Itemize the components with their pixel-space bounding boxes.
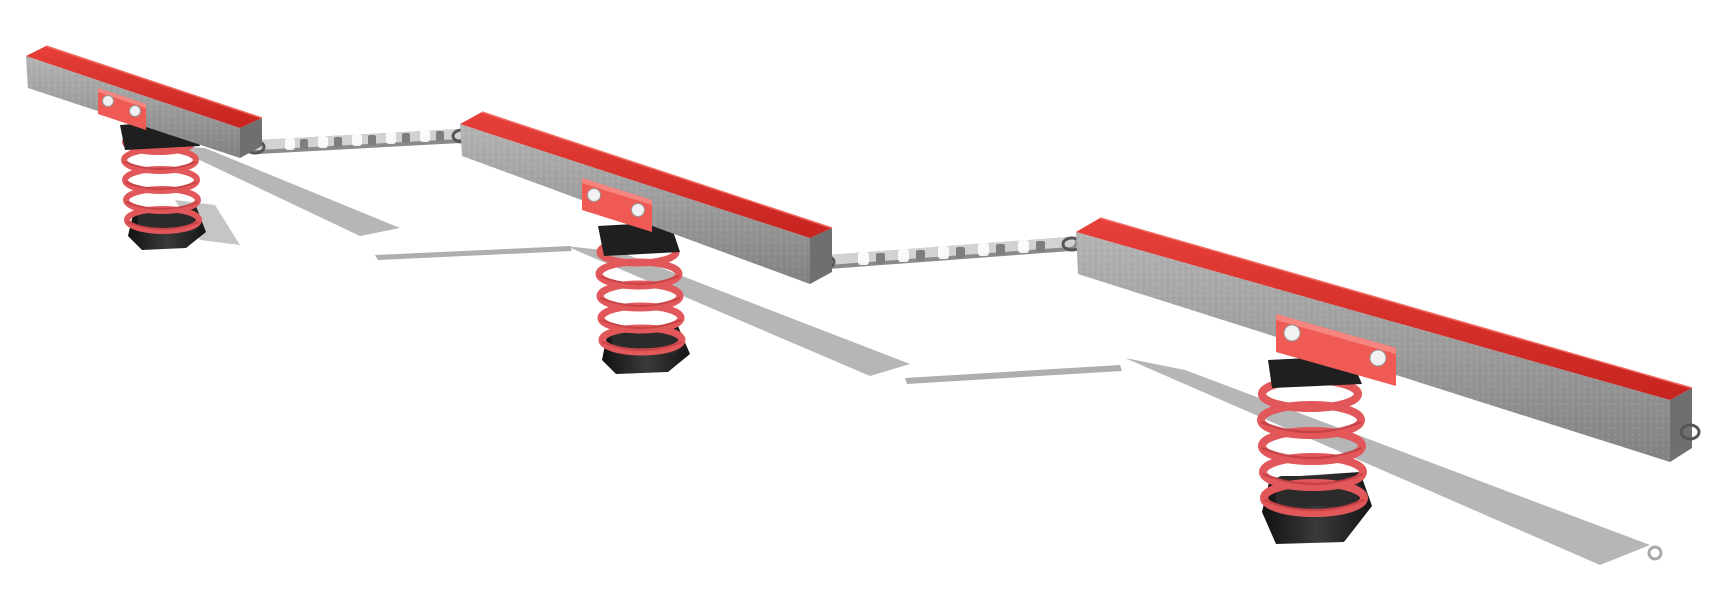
spring-1 [120,120,206,250]
beam-1-top [26,46,262,128]
chain-2 [814,236,1083,270]
beam-1 [26,45,263,158]
bolt-icon [631,203,645,217]
beam-3-end [1670,388,1692,462]
beam-2 [460,111,833,284]
beam-3-shadow-eye [1647,545,1663,561]
beam-3-end-eye [1679,423,1701,441]
beam-2-top [460,112,832,238]
spring-3 [1257,356,1372,544]
beam-3-top [1076,218,1692,400]
beam-3-bracket [1276,314,1396,386]
bolt-icon [1283,324,1301,342]
beam-3-shadow [1125,358,1650,565]
beam-1-shadow [170,146,400,236]
ground-shadows [170,146,1663,565]
bolt-icon [102,95,114,107]
bolt-icon [587,188,601,202]
bolt-icon [129,105,141,117]
chain-1 [244,128,473,155]
chain-1-shadow [375,246,572,260]
beam-2-end [810,228,832,284]
beam-2-shadow [566,246,910,376]
spring-2 [595,222,690,374]
beam-1-end [240,118,262,158]
chain-2-shadow [905,365,1122,384]
bolt-icon [1369,349,1387,367]
beam-3 [1076,217,1701,462]
